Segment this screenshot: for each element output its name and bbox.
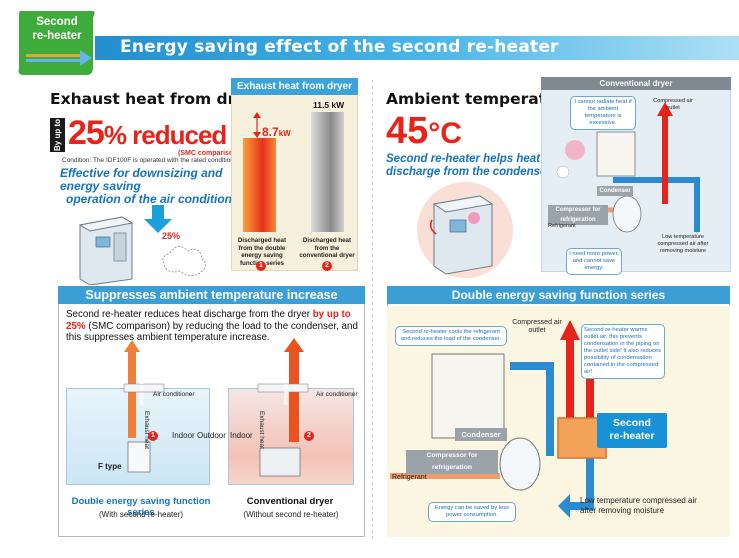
badge-leaf-icon <box>16 9 97 77</box>
ac-label-right: Air conditioner <box>316 391 358 398</box>
dbl-refrigerant: Refrigerant <box>392 474 427 481</box>
page-title: Energy saving effect of the second re-he… <box>120 37 559 57</box>
exhaust-chart-head: Exhaust heat from dryer <box>231 78 358 95</box>
dbl-bubble-right: Second re-heater warms outlet air, this … <box>581 324 665 379</box>
helps-line2: discharge from the condenser! <box>386 166 555 178</box>
para-part-b: (SMC comparison) by reducing the load to… <box>66 320 358 344</box>
temp-unit: °C <box>428 117 462 150</box>
double-head: Double energy saving function series <box>387 286 730 304</box>
bar-conventional <box>311 112 344 232</box>
bar-double-energy <box>243 138 276 232</box>
hot-dryer-icon <box>417 182 513 278</box>
dbl-compressor-tag: Compressor for refrigeration <box>406 450 498 474</box>
smc-comparison-note: (SMC comparison) <box>178 150 240 157</box>
num-1-badge: 1 <box>256 261 266 271</box>
second-reheater-line1: Second <box>613 417 651 429</box>
condition-text: Condition: The IDF100F is operated with … <box>62 157 262 164</box>
para-part-a: Second re-heater reduces heat discharge … <box>66 309 313 320</box>
ambient-temp-title: Ambient temperature <box>386 90 576 108</box>
room-num-2: 2 <box>304 431 314 441</box>
helps-line1: Second re-heater helps heat <box>386 153 541 165</box>
conventional-dryer-head: Conventional dryer <box>541 77 731 90</box>
pct-number: 25 <box>68 114 105 152</box>
dbl-bubble-bottom: Energy can be saved by less power consum… <box>428 502 516 522</box>
temp-number: 45 <box>386 110 429 152</box>
conv-refrigerant: Refrigerant <box>548 223 576 229</box>
bar2-caption: Discharged heat from the conventional dr… <box>299 237 355 259</box>
ac-label-left: Air conditioner <box>153 391 195 398</box>
conv-bubble-power: I need more power, and cannot save energ… <box>566 248 622 275</box>
exhaust-label-right: Exhaust heat <box>282 364 289 405</box>
badge-line1: Second <box>36 16 78 28</box>
dryer-machine-icon <box>78 205 206 285</box>
room-illustration <box>123 338 309 477</box>
effective-line3: operation of the air conditioner! <box>66 192 248 206</box>
outdoor: Outdoor <box>197 431 226 440</box>
bar1-value: 8.7 <box>262 125 279 139</box>
indoor-left: Indoor <box>172 431 195 440</box>
dbl-bubble-left: Second re-heater cools the refrigerant a… <box>395 326 507 346</box>
caption-conventional: Conventional dryer <box>246 496 334 507</box>
bar1-unit: kW <box>278 129 291 138</box>
caption-double-sub: (With second re-heater) <box>98 510 184 519</box>
dbl-compressed-outlet: Compressed air outlet <box>512 319 562 334</box>
bar1-value-label: 8.7kW <box>262 125 291 139</box>
exhaust-small-left: Exhaust heat <box>143 411 150 449</box>
by-up-to-tag: By up to <box>50 118 65 152</box>
conv-bubble-heat: I cannot radiate heat if the ambient tem… <box>570 96 636 130</box>
caption-conventional-sub: (Without second re-heater) <box>243 510 339 519</box>
dbl-low-temp: Low temperature compressed air after rem… <box>580 496 697 515</box>
exhaust-label-left: Exhaust heat <box>138 365 145 406</box>
dbl-condenser-tag: Condenser <box>455 428 507 441</box>
second-reheater-line2: re-heater <box>609 430 655 442</box>
num-2-badge: 2 <box>322 261 332 271</box>
effective-line1: Effective for downsizing and <box>60 166 223 180</box>
room-num-1: 1 <box>148 431 158 441</box>
exhaust-small-right: Exhaust heat <box>258 411 265 449</box>
pct-tag: 25% <box>162 231 181 241</box>
suppress-head: Suppresses ambient temperature increase <box>58 286 365 304</box>
caption-double: Double energy saving function series <box>71 496 211 518</box>
indoor-right: Indoor <box>230 431 253 440</box>
reduced-percent: 25% reduced <box>68 114 227 153</box>
badge-line2: re-heater <box>32 30 82 42</box>
effective-line2: energy saving <box>60 179 141 193</box>
vertical-divider <box>372 80 373 540</box>
conv-compressor-tag: Compressor for refrigeration <box>548 205 608 225</box>
exhaust-heat-title: Exhaust heat from dryer <box>50 90 264 108</box>
para-red: by up to 25% <box>66 309 351 332</box>
bar2-value: 11.5 kW <box>313 100 345 110</box>
suppress-paragraph: Second re-heater reduces heat discharge … <box>66 309 371 344</box>
conv-low-temp: Low temperature compressed air after rem… <box>657 234 709 254</box>
pct-unit: % reduced <box>103 120 227 150</box>
f-type-label: F type <box>98 462 122 471</box>
conv-condenser-tag: Condenser <box>597 186 633 196</box>
dimension-arrow-icon <box>253 112 261 138</box>
temp-readout: 45°C <box>386 110 462 153</box>
conv-compressed-outlet: Compressed air outlet <box>653 98 693 111</box>
header-bar <box>22 36 739 60</box>
